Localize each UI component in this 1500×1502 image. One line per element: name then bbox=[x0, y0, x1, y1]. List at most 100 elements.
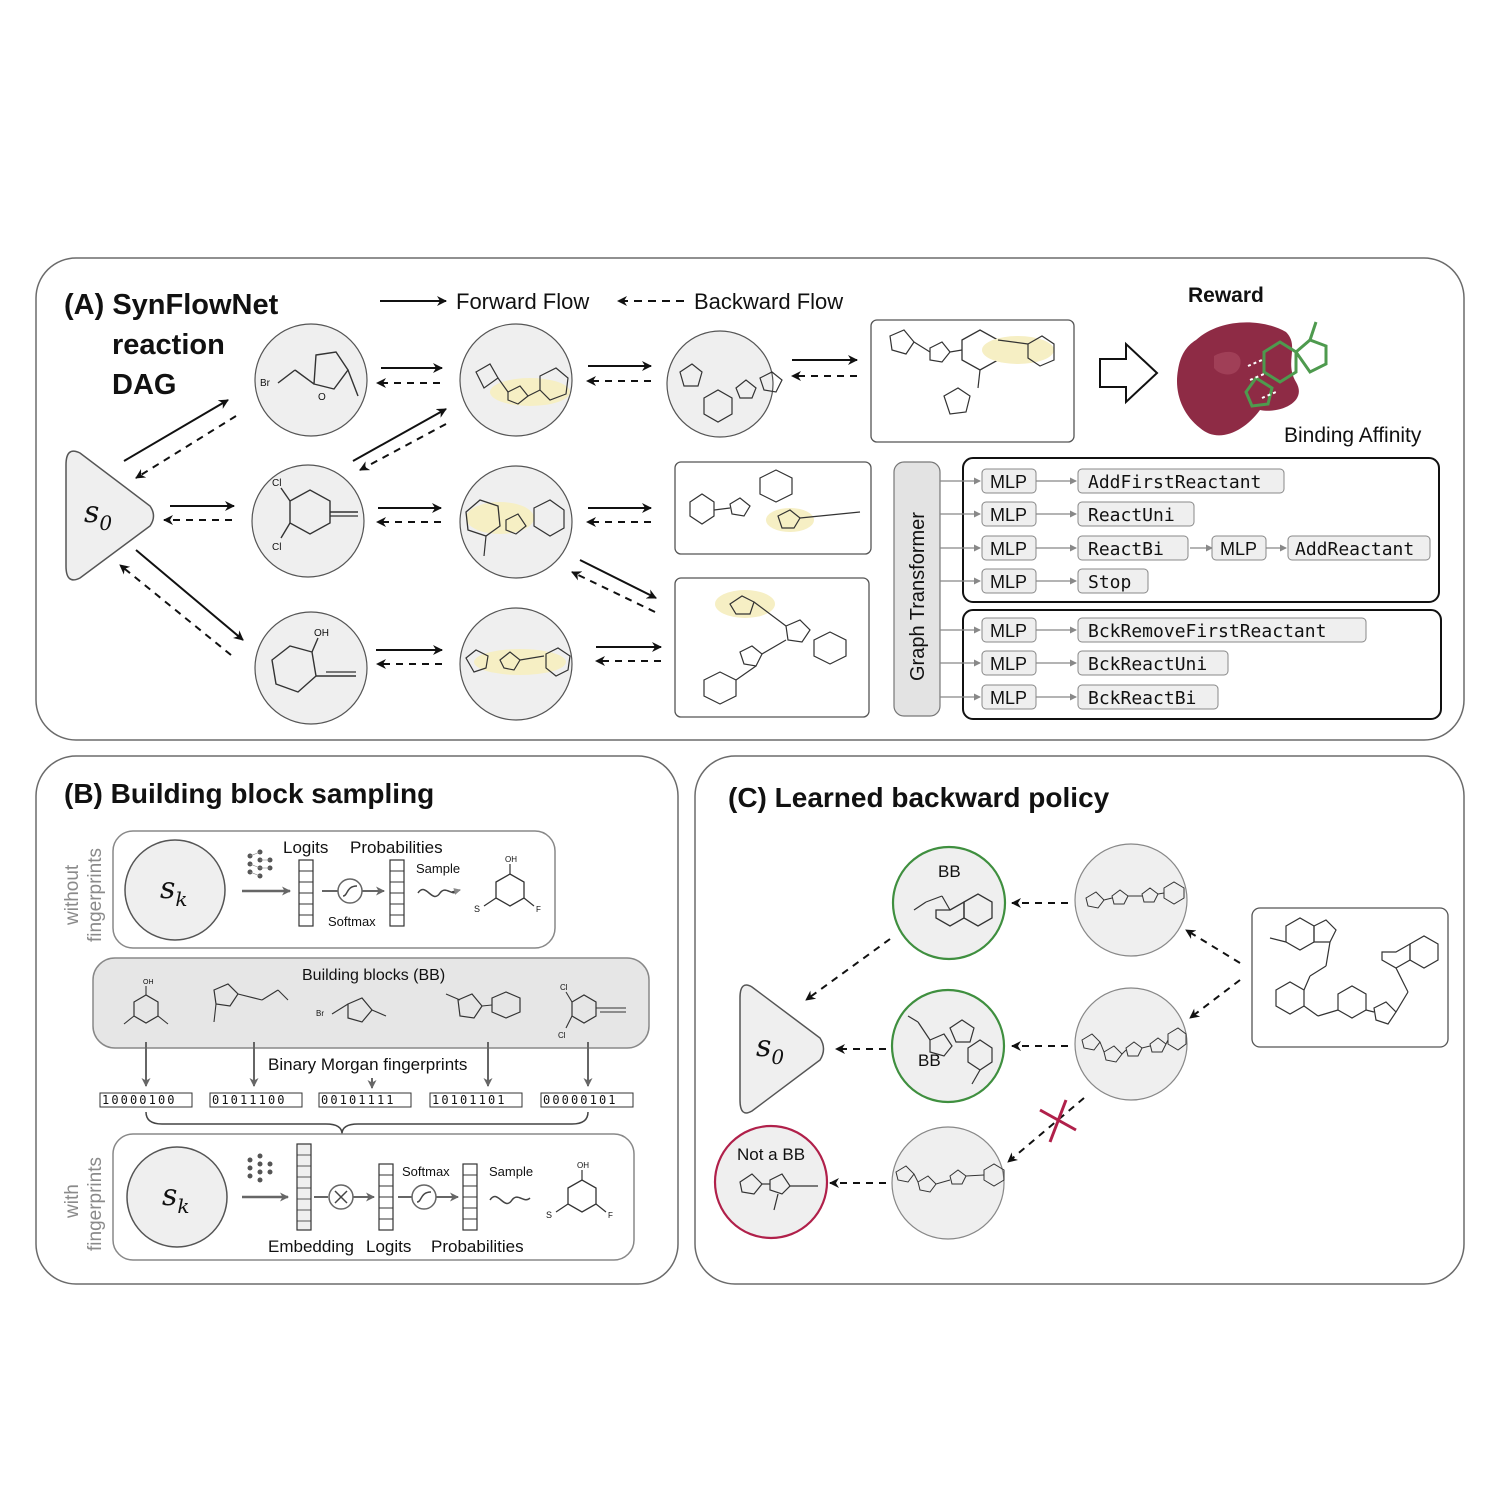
logits-label: Logits bbox=[283, 838, 328, 857]
state-node-dimer-middle bbox=[459, 465, 573, 579]
panel-a-title-line2: reaction bbox=[112, 329, 225, 361]
backward-head-rows: MLP MLP MLP BckRemoveFirstReactant BckRe… bbox=[940, 617, 1367, 710]
softmax-label: Softmax bbox=[328, 914, 376, 929]
atom-label-cl: Cl bbox=[560, 983, 568, 992]
start-state-triangle bbox=[65, 450, 155, 581]
mlp-label: MLP bbox=[990, 688, 1027, 708]
fingerprint-strings: 10000100 01011100 00101111 10101101 0000… bbox=[99, 1092, 634, 1108]
target-molecule-box bbox=[1251, 907, 1449, 1048]
mlp-label: MLP bbox=[990, 505, 1027, 525]
mlp-label: MLP bbox=[1220, 539, 1257, 559]
bb-node-middle bbox=[890, 988, 1006, 1104]
with-label-1: with bbox=[62, 1184, 83, 1219]
softmax-icon bbox=[337, 878, 363, 904]
action-stop: Stop bbox=[1088, 572, 1131, 593]
product-box-middle bbox=[674, 461, 872, 555]
atom-label-o: O bbox=[318, 392, 326, 403]
embedding-vector bbox=[296, 1143, 312, 1231]
bb-molecule-pyridyl-pyrazole bbox=[445, 991, 521, 1019]
action-add-first-reactant: AddFirstReactant bbox=[1088, 472, 1261, 493]
binding-affinity-label: Binding Affinity bbox=[1284, 424, 1422, 447]
fingerprint-3: 00101111 bbox=[321, 1093, 396, 1107]
intermediate-molecule-top bbox=[1085, 881, 1185, 909]
target-molecule bbox=[1269, 917, 1439, 1025]
forward-head-rows: MLP MLP MLP MLP MLP AddFirstReactant Rea… bbox=[940, 468, 1431, 594]
fingerprint-5: 00000101 bbox=[543, 1093, 618, 1107]
start-state-triangle-c bbox=[739, 984, 825, 1114]
bb-molecule-naphthyl-ketone bbox=[913, 893, 993, 927]
state-node-bromo-lactone: Br O bbox=[254, 323, 368, 437]
building-blocks-header: Building blocks (BB) bbox=[302, 967, 445, 984]
graph-transformer-label: Graph Transformer bbox=[907, 512, 929, 681]
state-node-trimer bbox=[666, 330, 783, 438]
sample-label: Sample bbox=[416, 861, 460, 876]
neural-net-icon bbox=[247, 1153, 273, 1183]
atom-label-f: F bbox=[536, 905, 541, 914]
fingerprint-arrows bbox=[141, 1042, 593, 1089]
atom-label-br: Br bbox=[260, 378, 271, 389]
forbidden-transition-icon bbox=[1039, 1099, 1077, 1143]
forward-flow-arrows bbox=[123, 355, 858, 655]
binding-contacts bbox=[1247, 359, 1277, 399]
atom-label-cl: Cl bbox=[558, 1031, 566, 1040]
neural-net-icon bbox=[247, 849, 273, 879]
sample-label-2: Sample bbox=[489, 1164, 533, 1179]
mlp-label: MLP bbox=[990, 621, 1027, 641]
reward-label: Reward bbox=[1188, 284, 1264, 307]
atom-label-cl: Cl bbox=[272, 542, 281, 553]
mlp-label: MLP bbox=[990, 572, 1027, 592]
with-label-2: fingerprints bbox=[85, 1157, 106, 1251]
start-state-label: s0 bbox=[84, 495, 112, 535]
mlp-label: MLP bbox=[990, 654, 1027, 674]
legend-backward-label: Backward Flow bbox=[694, 289, 843, 314]
embedding-label: Embedding bbox=[268, 1237, 354, 1256]
bb-label-top: BB bbox=[938, 862, 961, 881]
state-sk-circle-2 bbox=[126, 1146, 228, 1248]
bb-molecule-dichlorophenylacetylene: Cl Cl bbox=[558, 983, 626, 1040]
action-bck-remove-first-reactant: BckRemoveFirstReactant bbox=[1088, 621, 1326, 642]
without-fingerprints-box bbox=[112, 830, 556, 949]
fingerprint-2: 01011100 bbox=[212, 1093, 287, 1107]
atom-label-oh: OH bbox=[577, 1161, 589, 1170]
start-state-label-c: s0 bbox=[756, 1029, 784, 1069]
reward-arrow-icon bbox=[1099, 341, 1159, 405]
logits-label-2: Logits bbox=[366, 1237, 411, 1256]
panel-a-title-line1: (A) SynFlowNet bbox=[64, 289, 279, 321]
not-bb-node bbox=[713, 1124, 829, 1240]
panel-a-title-line3: DAG bbox=[112, 369, 176, 401]
atom-label-s: S bbox=[546, 1210, 552, 1220]
building-blocks-strip bbox=[92, 957, 650, 1049]
panel-c: (C) Learned backward policy s0 BB BB Not… bbox=[694, 755, 1465, 1285]
state-node-dimer-top bbox=[459, 323, 573, 437]
not-bb-label: Not a BB bbox=[737, 1145, 805, 1164]
bb-label-middle: BB bbox=[918, 1051, 941, 1070]
state-node-dichlorophenylacetylene: Cl Cl bbox=[251, 464, 365, 578]
bb-molecule-sulfonyl: OH bbox=[123, 979, 169, 1025]
forward-heads-box bbox=[962, 457, 1440, 603]
not-bb-molecule bbox=[739, 1173, 818, 1211]
softmax-label-2: Softmax bbox=[402, 1164, 450, 1179]
product-box-top bbox=[870, 319, 1075, 443]
without-label-1: without bbox=[62, 864, 83, 926]
probabilities-label: Probabilities bbox=[350, 838, 443, 857]
softmax-icon-2 bbox=[411, 1184, 437, 1210]
state-sk-label: sk bbox=[160, 871, 188, 911]
product-box-bottom bbox=[674, 577, 870, 718]
atom-label-f: F bbox=[608, 1211, 613, 1220]
graph-transformer-block bbox=[893, 461, 941, 717]
panel-b: (B) Building block sampling without fing… bbox=[35, 755, 679, 1285]
state-sk-circle bbox=[124, 839, 226, 941]
atom-label-oh: OH bbox=[314, 628, 329, 639]
atom-label-oh: OH bbox=[143, 979, 154, 986]
bb-molecule-pyrazole bbox=[213, 983, 289, 1023]
mlp-label: MLP bbox=[990, 539, 1027, 559]
intermediate-molecule-bottom bbox=[895, 1163, 1005, 1193]
atom-label-s: S bbox=[474, 904, 480, 914]
sampled-building-block: OH S F bbox=[474, 855, 541, 914]
backward-policy-arrows bbox=[805, 898, 1241, 1188]
mlp-label: MLP bbox=[990, 472, 1027, 492]
action-react-uni: ReactUni bbox=[1088, 505, 1175, 526]
atom-label-br: Br bbox=[316, 1009, 324, 1018]
panel-c-frame bbox=[694, 755, 1465, 1285]
